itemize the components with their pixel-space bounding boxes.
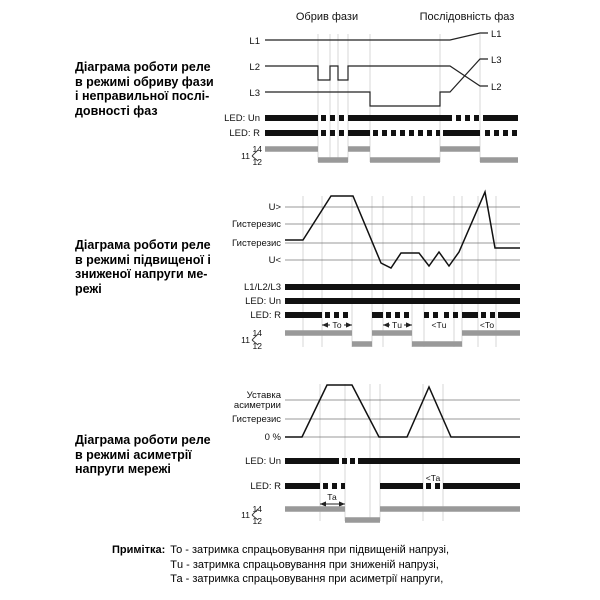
footnote-line-ta: Та - затримка спрацьовування при асиметр… [170, 573, 444, 585]
diagram2-event-gridlines [302, 196, 497, 347]
contact-11-label: 11 [241, 151, 250, 161]
asymmetry-setpoint-label-2: асиметрии [234, 400, 281, 411]
contact-12-label: 12 [253, 516, 263, 526]
diagram2-title-line: зниженої напруги ме- [75, 267, 208, 281]
diagram1-title-line: довності фаз [75, 103, 158, 118]
diagram2-title-line: режі [75, 281, 102, 296]
hysteresis-bottom-label: Гистерезис [232, 238, 281, 249]
overvoltage-level-label: U> [269, 202, 282, 213]
asymmetry-setpoint-label-1: Уставка [247, 390, 282, 401]
threshold-lines [285, 206, 520, 261]
l1-label: L1 [249, 36, 260, 47]
hysteresis-top-label: Гистерезис [232, 219, 281, 230]
contact-11-label: 11 [241, 510, 250, 520]
tu-arrowhead-left [383, 322, 389, 328]
contact-symbol [251, 333, 259, 346]
ta-delay-label: Та [327, 492, 337, 502]
l2-waveform [265, 65, 488, 87]
led-r-label: LED: R [250, 310, 281, 321]
diagram1-title: Діаграма роботи реле в режимі обриву фаз… [75, 60, 214, 118]
led-r-label: LED: R [250, 481, 281, 492]
footnote-line-tu: Тu - затримка спрацьовування при знижені… [170, 558, 439, 571]
diagram1-group: Обрив фази Послідовність фаз L1 L2 L3 L1… [224, 11, 518, 167]
voltage-curve [285, 189, 520, 269]
led-un-label: LED: Un [224, 113, 260, 124]
asymmetry-curve [285, 384, 520, 438]
diagram1-event-gridlines [317, 34, 481, 162]
right-label-l2: L2 [491, 82, 502, 93]
l2-label: L2 [249, 62, 260, 73]
undervoltage-level-label: U< [269, 255, 282, 266]
diagram2-title-line: Діаграма роботи реле [75, 238, 211, 252]
to-delay-label: То [332, 320, 342, 330]
ta-arrowhead-left [320, 501, 326, 507]
diagram1-title-line: і неправильної послі- [75, 89, 210, 103]
led-r-label: LED: R [229, 128, 260, 139]
right-label-l1: L1 [491, 29, 502, 40]
diagram2-title-line: в режимі підвищеної і [75, 252, 211, 267]
contact-14-label: 14 [253, 328, 263, 338]
contact-symbol [251, 149, 259, 162]
phase-sequence-header-label: Послідовність фаз [420, 11, 515, 23]
diagram2-title: Діаграма роботи реле в режимі підвищеної… [75, 238, 211, 296]
footnote-line-to: То - затримка спрацьовування при підвище… [170, 544, 450, 556]
tu-arrowhead-right [406, 322, 412, 328]
footnote-label: Примітка: [112, 544, 166, 556]
hysteresis-label: Гистерезис [232, 414, 281, 425]
zero-percent-label: 0 % [265, 432, 282, 443]
contact-12-label: 12 [253, 157, 263, 167]
l1-waveform [265, 32, 488, 41]
diagram3-title-line: в режимі асиметрії [75, 447, 192, 462]
phase-fail-header-label: Обрив фази [296, 11, 358, 23]
diagram3-event-gridlines [319, 384, 444, 521]
footnote-lines: То - затримка спрацьовування при підвище… [170, 543, 449, 587]
lt-to-label: <То [480, 320, 494, 330]
diagram1-title-line: в режимі обриву фази [75, 74, 214, 89]
diagram3-group: Уставка асиметрии Гистерезис 0 % LED: Un… [232, 384, 520, 526]
to-arrowhead-left [322, 322, 328, 328]
l3-waveform [265, 58, 488, 107]
ta-arrowhead-right [339, 501, 345, 507]
diagram2-group: U> Гистерезис Гистерезис U< L1/L2/L3 LED… [232, 189, 520, 351]
footnote: Примітка: То - затримка спрацьовування п… [112, 543, 449, 587]
contact-11-label: 11 [241, 335, 250, 345]
lt-ta-label: <Та [426, 473, 441, 483]
right-label-l3: L3 [491, 55, 502, 66]
diagram1-title-line: Діаграма роботи реле [75, 60, 211, 74]
diagram3-title-line: напруги мережі [75, 462, 171, 476]
contact-14-label: 14 [253, 144, 263, 154]
diagram3-title: Діаграма роботи реле в режимі асиметрії … [75, 433, 211, 477]
led-un-label: LED: Un [245, 456, 281, 467]
phases-label: L1/L2/L3 [244, 282, 281, 293]
diagram3-title-line: Діаграма роботи реле [75, 433, 211, 447]
l3-label: L3 [249, 88, 260, 99]
to-arrowhead-right [346, 322, 352, 328]
lt-tu-label: <Тu [432, 320, 447, 330]
tu-delay-label: Тu [392, 320, 402, 330]
led-un-label: LED: Un [245, 296, 281, 307]
contact-12-label: 12 [253, 341, 263, 351]
contact-symbol [251, 508, 259, 521]
